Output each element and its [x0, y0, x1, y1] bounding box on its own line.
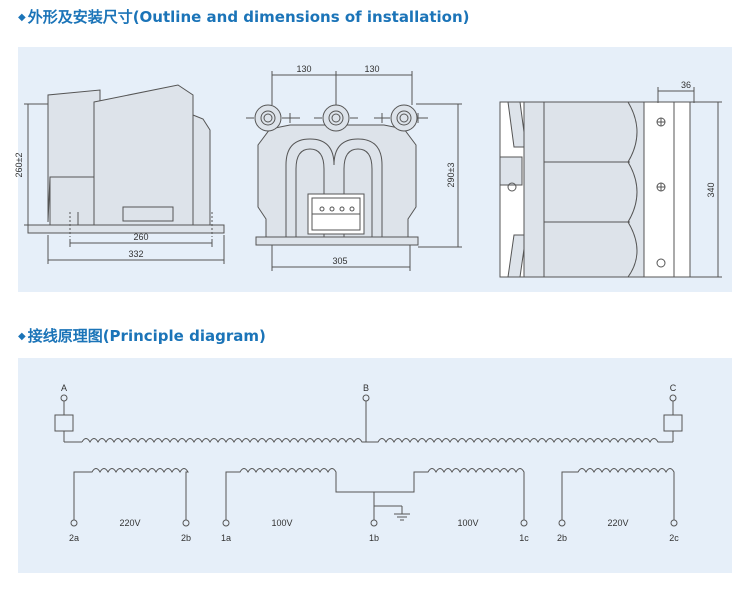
terminal-label: 2b [557, 533, 567, 543]
terminal-label: 2a [69, 533, 79, 543]
terminal-label: 1b [369, 533, 379, 543]
front-height-label: 290±3 [446, 163, 456, 188]
winding-voltage: 100V [271, 518, 292, 528]
terminal-label: 2c [669, 533, 679, 543]
diamond-bullet-icon: ◆ [18, 331, 26, 342]
principle-drawing: A B C 220V 100V 100V 220V 2a 2b 1a 1b 1c… [54, 383, 683, 543]
side-view [24, 84, 225, 264]
principle-panel: A B C 220V 100V 100V 220V 2a 2b 1a 1b 1c… [18, 358, 732, 573]
side-base-outer-label: 332 [128, 249, 143, 259]
principle-heading: ◆接线原理图(Principle diagram) [18, 325, 266, 346]
front-spacing-right-label: 130 [364, 64, 379, 74]
outline-panel: 260±2 260 332 130 130 290±3 305 36 340 [14, 47, 732, 292]
front-base-label: 305 [332, 256, 347, 266]
winding-voltage: 220V [119, 518, 140, 528]
terminal-a-label: A [61, 383, 67, 393]
top-depth-label: 340 [706, 182, 716, 197]
terminal-label: 2b [181, 533, 191, 543]
front-spacing-left-label: 130 [296, 64, 311, 74]
outline-drawing: 260±2 260 332 130 130 290±3 305 36 340 [14, 64, 722, 278]
side-base-inner-label: 260 [133, 232, 148, 242]
winding-voltage: 100V [457, 518, 478, 528]
terminal-b-label: B [363, 383, 369, 393]
top-offset-label: 36 [681, 80, 691, 90]
winding-voltage: 220V [607, 518, 628, 528]
top-view [499, 87, 722, 278]
side-height-label: 260±2 [14, 153, 24, 178]
front-view [246, 71, 462, 271]
diamond-bullet-icon: ◆ [18, 12, 26, 23]
terminal-label: 1a [221, 533, 231, 543]
principle-heading-text: 接线原理图(Principle diagram) [27, 327, 266, 345]
terminal-c-label: C [670, 383, 677, 393]
outline-heading: ◆外形及安装尺寸(Outline and dimensions of insta… [18, 6, 470, 27]
terminal-label: 1c [519, 533, 529, 543]
outline-heading-text: 外形及安装尺寸(Outline and dimensions of instal… [27, 8, 470, 26]
